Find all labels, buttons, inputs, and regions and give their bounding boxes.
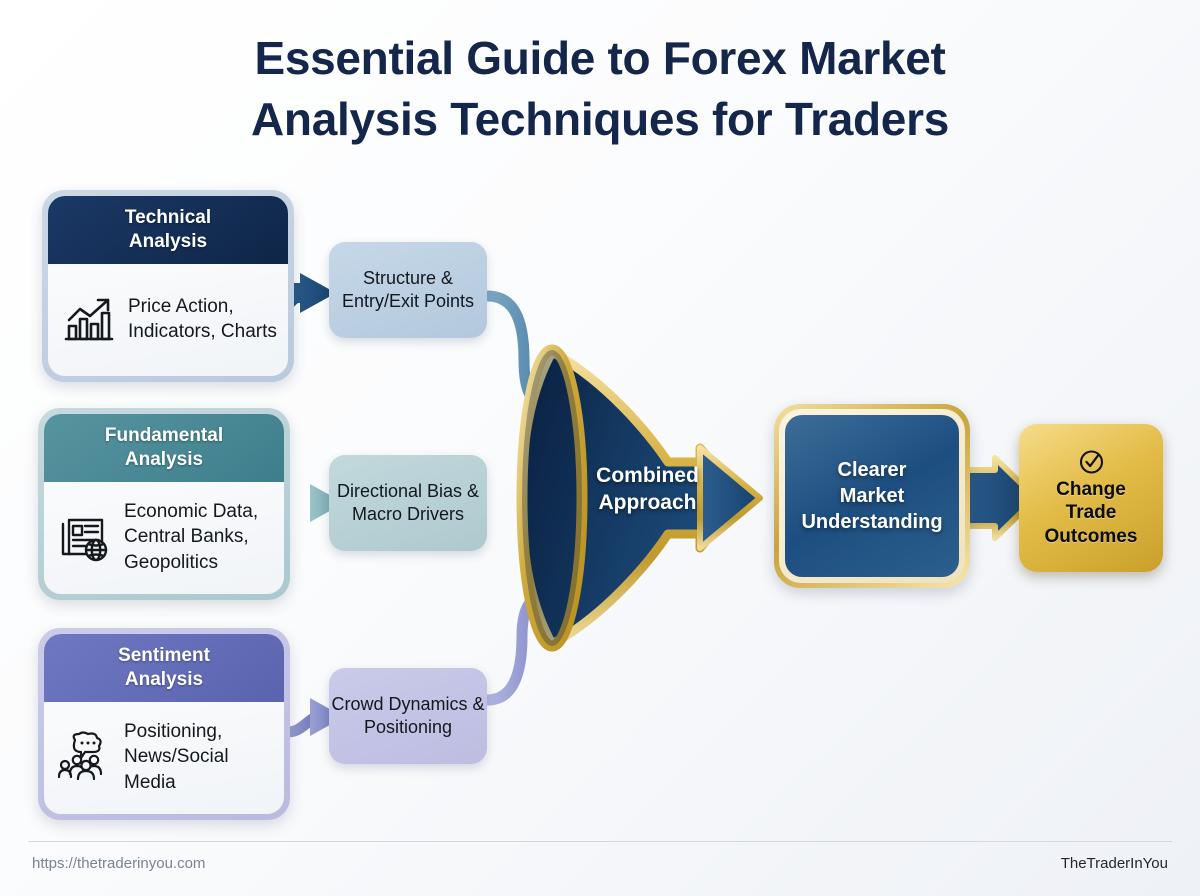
card-inner: Technical Analysis (48, 196, 288, 376)
card-technical-analysis[interactable]: Technical Analysis (42, 190, 294, 382)
footer-url[interactable]: https://thetraderinyou.com (32, 855, 206, 872)
outcome-label-line-3: Understanding (801, 511, 943, 533)
card-fundamental-body: Economic Data, Central Banks, Geopolitic… (124, 501, 259, 573)
card-technical-body: Price Action, Indicators, Charts (128, 295, 277, 342)
outcome-box-understanding[interactable]: Clearer Market Understanding (774, 404, 970, 588)
bar-chart-trend-icon (60, 294, 118, 344)
page-title-line-1: Essential Guide to Forex Market (254, 32, 946, 84)
card-fundamental-heading-line-2: Analysis (124, 449, 204, 470)
result-label-line-1: Change (1056, 478, 1126, 500)
card-body: Economic Data, Central Banks, Geopolitic… (44, 482, 284, 594)
outcome-box-inner: Clearer Market Understanding (785, 415, 959, 577)
card-sentiment-heading-line-1: Sentiment (118, 645, 210, 667)
newspaper-globe-icon (56, 512, 114, 562)
card-sentiment-heading-line-2: Analysis (124, 669, 204, 690)
card-body: Price Action, Indicators, Charts (48, 264, 288, 376)
card-sentiment-heading: Sentiment Analysis (44, 634, 284, 702)
crowd-speech-bubble-icon (56, 731, 114, 782)
card-inner: Fundamental Analysis (44, 414, 284, 594)
card-technical-heading-line-1: Technical (124, 207, 212, 229)
footer-brand: TheTraderInYou (1060, 855, 1168, 872)
page-title: Essential Guide to Forex Market Analysis… (0, 28, 1200, 150)
mid-box-directional-label: Directional Bias & Macro Drivers (336, 480, 480, 524)
mid-box-directional[interactable]: Directional Bias & Macro Drivers (329, 455, 487, 551)
combined-approach-funnel (516, 344, 747, 652)
card-sentiment-analysis[interactable]: Sentiment Analysis (38, 628, 290, 820)
arrow-fundamental-to-directional (292, 484, 344, 522)
outcome-label-line-1: Clearer (837, 459, 907, 481)
outcome-label-line-2: Market (839, 485, 905, 507)
card-fundamental-heading: Fundamental Analysis (44, 414, 284, 482)
outcome-box-gold-ring: Clearer Market Understanding (779, 409, 965, 583)
result-label-line-2: Trade (1065, 502, 1117, 524)
arrow-sentiment-to-crowd (282, 698, 344, 738)
card-inner: Sentiment Analysis (44, 634, 284, 814)
mid-box-structure-label: Structure & Entry/Exit Points (341, 267, 475, 311)
result-label: Change Trade Outcomes (1045, 478, 1138, 549)
footer-divider (28, 841, 1172, 842)
card-technical-heading-line-2: Analysis (128, 231, 208, 252)
card-sentiment-body: Positioning, News/Social Media (124, 721, 229, 793)
mid-box-structure[interactable]: Structure & Entry/Exit Points (329, 242, 487, 338)
check-circle-icon (1078, 448, 1105, 475)
card-technical-heading: Technical Analysis (48, 196, 288, 264)
mid-box-crowd[interactable]: Crowd Dynamics & Positioning (329, 668, 487, 764)
arrow-funnel-to-understanding (697, 445, 763, 551)
page-title-line-2: Analysis Techniques for Traders (251, 93, 949, 146)
result-label-line-3: Outcomes (1044, 525, 1138, 547)
result-box-change-trade-outcomes[interactable]: Change Trade Outcomes (1019, 424, 1163, 572)
card-body: Positioning, News/Social Media (44, 702, 284, 814)
card-fundamental-analysis[interactable]: Fundamental Analysis (38, 408, 290, 600)
mid-box-crowd-label: Crowd Dynamics & Positioning (331, 693, 485, 737)
card-fundamental-heading-line-1: Fundamental (104, 425, 224, 447)
